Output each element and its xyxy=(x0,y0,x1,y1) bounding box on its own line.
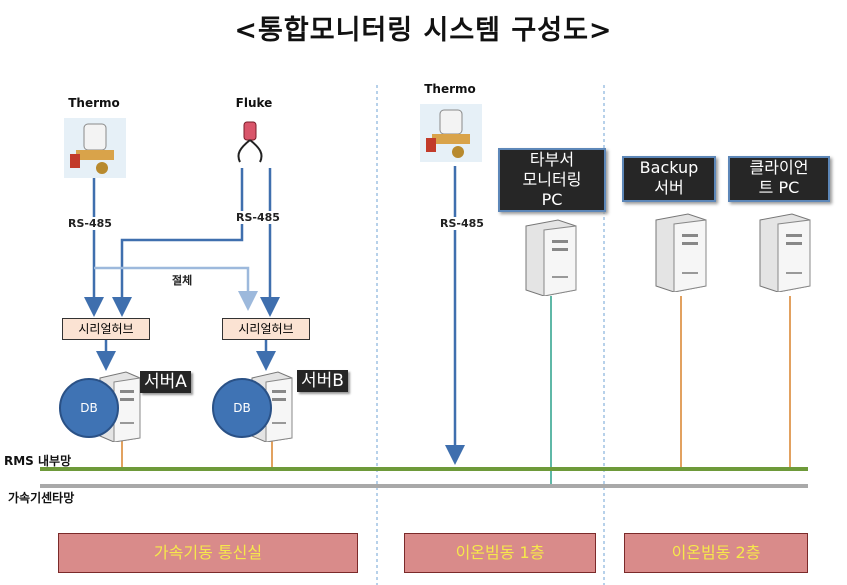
switch-label: 절체 xyxy=(171,272,194,288)
client-line2: 트 PC xyxy=(758,178,800,197)
rs485-link xyxy=(112,168,244,317)
accel-network-label: 가속기센타망 xyxy=(8,491,75,505)
page-title: <통합모니터링 시스템 구성도> xyxy=(234,15,613,46)
location-ionbeam-1f: 이온빔동 1층 xyxy=(404,533,596,573)
server-a-label: 서버A xyxy=(140,371,191,393)
thermo-a-label: Thermo xyxy=(68,96,120,110)
backup-line1: Backup xyxy=(639,158,699,177)
switch-link xyxy=(94,266,258,311)
other-dept-server-icon xyxy=(522,218,580,297)
other-dept-line1: 타부서 xyxy=(529,150,575,169)
other-dept-line2: 모니터링 xyxy=(522,170,582,189)
backup-line2: 서버 xyxy=(654,178,684,197)
backup-server-icon xyxy=(652,212,710,293)
client-line1: 클라이언 xyxy=(749,158,809,177)
serial-hub-b: 시리얼허브 xyxy=(222,318,310,340)
rms-network-label: RMS 내부망 xyxy=(4,454,72,468)
other-dept-pc-box: 타부서 모니터링 PC xyxy=(498,148,606,212)
backup-server-box: Backup 서버 xyxy=(622,156,716,202)
thermo-b-label: Thermo xyxy=(424,82,476,96)
db-a: DB xyxy=(59,378,119,438)
fluke-icon xyxy=(230,118,270,164)
location-accel-comm-room: 가속기동 통신실 xyxy=(58,533,358,573)
location-ionbeam-2f: 이온빔동 2층 xyxy=(624,533,808,573)
rs485-label: RS-485 xyxy=(439,217,485,230)
other-dept-line3: PC xyxy=(541,190,563,209)
client-pc-icon xyxy=(756,212,814,293)
rs485-label: RS-485 xyxy=(67,217,113,230)
server-b-label: 서버B xyxy=(297,370,348,392)
client-pc-box: 클라이언 트 PC xyxy=(728,156,830,202)
rs485-label: RS-485 xyxy=(235,211,281,224)
db-b: DB xyxy=(212,378,272,438)
thermo-a-icon xyxy=(64,118,126,178)
serial-hub-a: 시리얼허브 xyxy=(62,318,150,340)
thermo-b-icon xyxy=(420,104,482,162)
fluke-label: Fluke xyxy=(235,96,273,110)
